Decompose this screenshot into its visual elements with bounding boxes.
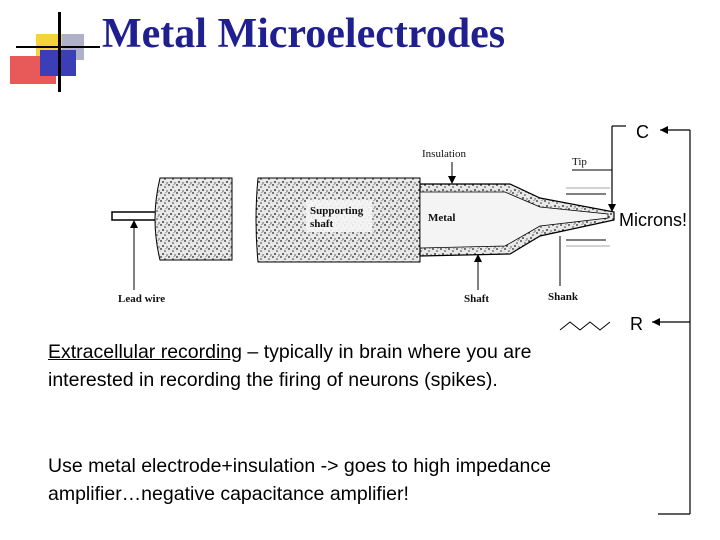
r-arrowhead	[652, 318, 660, 326]
tip-label: Tip	[572, 156, 587, 168]
decor-horizontal-line	[16, 46, 100, 48]
supporting-shaft-label-line1: Supporting	[310, 205, 364, 217]
decor-vertical-line	[58, 12, 61, 92]
insulation-arrowhead	[448, 176, 456, 184]
resistor-zigzag	[559, 321, 611, 331]
page-title: Metal Microelectrodes	[102, 11, 506, 57]
shank-label: Shank	[548, 291, 579, 303]
lead-wire-label: Lead wire	[118, 293, 165, 305]
c-arrowhead	[660, 126, 668, 134]
metal-label: Metal	[428, 212, 455, 224]
supporting-shaft-label-line2: shaft	[310, 218, 334, 230]
metal-core	[419, 191, 609, 249]
tip-arrowhead	[608, 204, 616, 212]
paragraph-metal-electrode: Use metal electrode+insulation -> goes t…	[48, 455, 551, 505]
lead-wire	[111, 211, 157, 221]
insulation-label: Insulation	[422, 148, 466, 160]
microns-label: Microns!	[619, 210, 687, 230]
shaft-end-block	[154, 177, 233, 261]
shaft-label: Shaft	[464, 293, 489, 305]
r-label: R	[630, 314, 643, 334]
c-label: C	[636, 122, 649, 142]
lead-wire-arrowhead	[130, 220, 138, 228]
supporting-shaft-label-box	[306, 200, 372, 232]
shaft-arrowhead	[474, 254, 482, 262]
paragraph-1-text: – typically in brain where you are inter…	[48, 341, 532, 391]
extracellular-recording-term: Extracellular recording	[48, 341, 243, 363]
paragraph-extracellular: Extracellular recording – typically in b…	[48, 338, 578, 394]
